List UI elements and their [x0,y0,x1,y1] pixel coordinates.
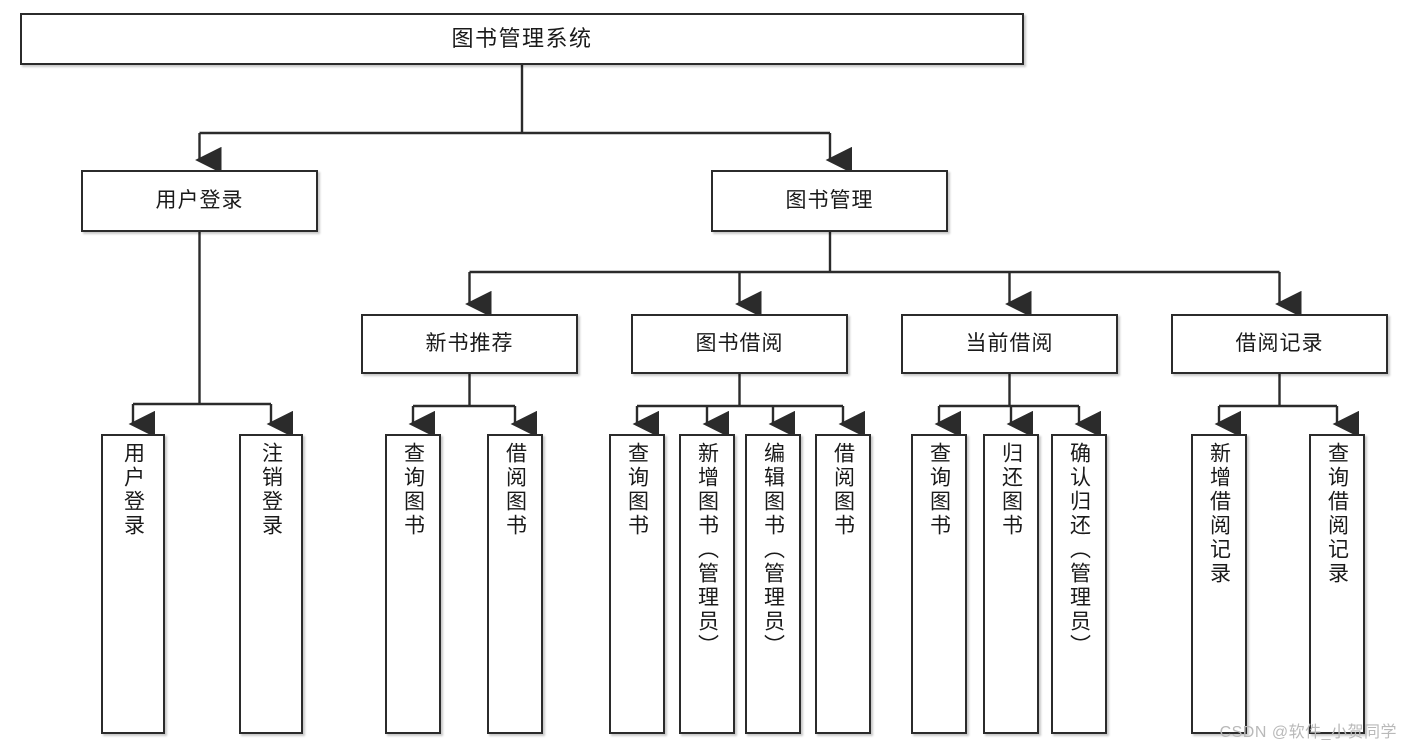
node-borrow-record[interactable]: 借阅记录 [1171,314,1388,374]
node-book-borrow[interactable]: 图书借阅 [631,314,848,374]
csdn-watermark: CSDN @软件_小贺同学 [1219,724,1397,741]
node-book-borrow-label: 图书借阅 [695,332,784,356]
node-root-label: 图书管理系统 [451,25,593,51]
node-book-management[interactable]: 图书管理 [711,170,948,232]
node-new-book-recommend-label: 新书推荐 [425,332,514,356]
node-root[interactable]: 图书管理系统 [20,13,1024,65]
leaf-add-borrow-record-label: 新增借阅记录 [1207,442,1231,586]
node-user-login-label: 用户登录 [155,189,244,213]
node-new-book-recommend[interactable]: 新书推荐 [361,314,578,374]
leaf-borrow-book-recommend[interactable]: 借阅图书 [487,434,543,734]
leaf-query-book-recommend[interactable]: 查询图书 [385,434,441,734]
leaf-logout[interactable]: 注销登录 [239,434,303,734]
leaf-query-book-borrow-label: 查询图书 [625,442,649,538]
leaf-query-borrow-record-label: 查询借阅记录 [1325,442,1349,586]
node-book-management-label: 图书管理 [785,189,874,213]
leaf-return-book[interactable]: 归还图书 [983,434,1039,734]
leaf-borrow-book[interactable]: 借阅图书 [815,434,871,734]
leaf-user-login[interactable]: 用户登录 [101,434,165,734]
node-current-borrow[interactable]: 当前借阅 [901,314,1118,374]
node-borrow-record-label: 借阅记录 [1235,332,1324,356]
node-current-borrow-label: 当前借阅 [965,332,1054,356]
leaf-logout-label: 注销登录 [259,442,283,538]
leaf-borrow-book-label: 借阅图书 [831,442,855,538]
leaf-add-book-admin-label: 新增图书（管理员） [695,442,719,658]
leaf-user-login-label: 用户登录 [121,442,145,538]
leaf-add-book-admin[interactable]: 新增图书（管理员） [679,434,735,734]
leaf-edit-book-admin-label: 编辑图书（管理员） [761,442,785,658]
leaf-edit-book-admin[interactable]: 编辑图书（管理员） [745,434,801,734]
leaf-borrow-book-recommend-label: 借阅图书 [503,442,527,538]
leaf-query-borrow-record[interactable]: 查询借阅记录 [1309,434,1365,734]
leaf-add-borrow-record[interactable]: 新增借阅记录 [1191,434,1247,734]
node-user-login[interactable]: 用户登录 [81,170,318,232]
leaf-query-book-current-label: 查询图书 [927,442,951,538]
leaf-query-book-recommend-label: 查询图书 [401,442,425,538]
leaf-return-book-label: 归还图书 [999,442,1023,538]
leaf-query-book-current[interactable]: 查询图书 [911,434,967,734]
leaf-confirm-return-admin[interactable]: 确认归还（管理员） [1051,434,1107,734]
leaf-confirm-return-admin-label: 确认归还（管理员） [1067,442,1091,658]
leaf-query-book-borrow[interactable]: 查询图书 [609,434,665,734]
